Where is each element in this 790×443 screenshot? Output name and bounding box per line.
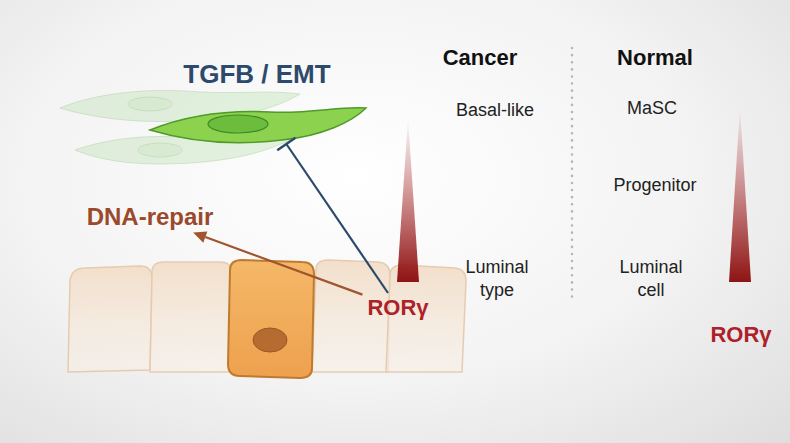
fibroblast-nucleus [208, 115, 268, 133]
arrow-head [193, 231, 207, 242]
divider-line [571, 48, 574, 302]
process-node: DNA-repair [82, 201, 219, 233]
ghost-nucleus [128, 97, 172, 111]
ghost-nucleus [138, 143, 182, 157]
gradient-triangle [729, 106, 751, 282]
node-label: TGFB / EMT [150, 60, 365, 90]
activation-arrow [193, 231, 362, 294]
fibroblast-cell [150, 108, 366, 143]
node-label: DNA-repair [82, 203, 219, 231]
cell-type-label: Luminal cell [611, 256, 691, 303]
connector-line [286, 144, 388, 293]
epithelial-cell [68, 266, 152, 372]
column-heading: Normal [617, 44, 693, 73]
cell-type-label: Luminal type [457, 256, 537, 303]
inhibition-bar [277, 138, 295, 150]
cell-type-label: MaSC [627, 97, 677, 120]
epithelial-cell [150, 262, 232, 372]
column-heading: Cancer [443, 44, 518, 73]
cell-type-label: Progenitor [613, 174, 696, 197]
luminal-cell [228, 260, 314, 378]
gradient-triangle [397, 118, 419, 282]
factor-node: RORγ [362, 293, 433, 322]
pathway-node: TGFB / EMT [150, 58, 365, 144]
cell-nucleus [253, 328, 287, 352]
node-label: RORγ [362, 295, 433, 320]
connector-line [205, 237, 362, 295]
factor-label: RORγ [710, 321, 771, 350]
cell-type-label: Basal-like [456, 99, 534, 122]
